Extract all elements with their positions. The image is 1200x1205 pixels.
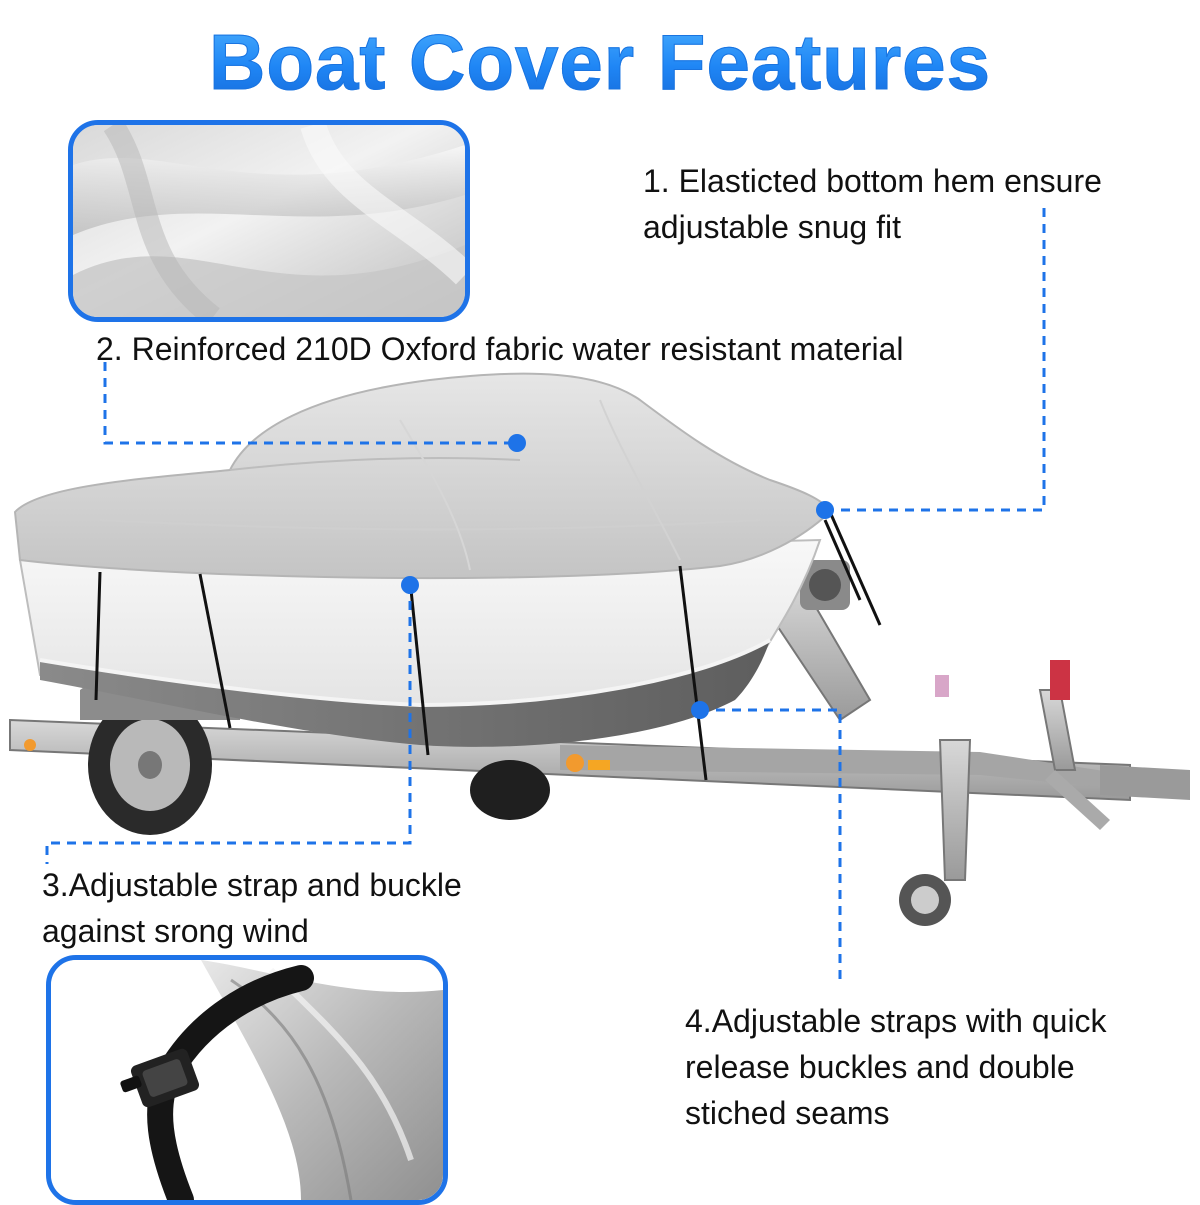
callout-dot-1: [816, 501, 834, 519]
feature-4-line-2: release buckles and double: [685, 1049, 1075, 1085]
feature-2-text: 2. Reinforced 210D Oxford fabric water r…: [96, 331, 904, 367]
boat-hull: [18, 538, 822, 747]
feature-3-text: 3.Adjustable strap and buckle against sr…: [42, 862, 562, 954]
callout-dot-2: [508, 434, 526, 452]
jockey-wheel: [899, 874, 951, 926]
page-title: Boat Cover Features: [0, 14, 1200, 110]
feature-1-line-2: adjustable snug fit: [643, 209, 901, 245]
buckle-strap-graphic: [51, 960, 443, 1200]
winch-post: [800, 560, 850, 610]
reflector-light: [566, 754, 584, 772]
feature-3-line-1: 3.Adjustable strap and buckle: [42, 867, 462, 903]
feature-4-line-3: stiched seams: [685, 1095, 890, 1131]
feature-4-line-1: 4.Adjustable straps with quick: [685, 1003, 1107, 1039]
callout-lines: [45, 208, 1046, 985]
callout-line-1: [828, 208, 1046, 512]
feature-3-line-2: against srong wind: [42, 913, 309, 949]
reflector-bar: [588, 760, 610, 770]
callout-dot-3: [401, 576, 419, 594]
callout-line-3: [45, 585, 412, 864]
callout-line-2: [103, 362, 517, 445]
feature-1-line-1: 1. Elasticted bottom hem ensure: [643, 163, 1102, 199]
callout-line-4: [700, 708, 842, 985]
feature-4-text: 4.Adjustable straps with quick release b…: [685, 998, 1185, 1136]
feature-1-text: 1. Elasticted bottom hem ensure adjustab…: [643, 158, 1183, 250]
cover-straps: [94, 511, 882, 781]
callout-dot-4: [691, 701, 709, 719]
fabric-closeup-image: [68, 120, 470, 322]
rear-light: [24, 739, 36, 751]
fabric-texture-graphic: [73, 125, 465, 317]
boat-cover: [13, 372, 832, 580]
buckle-closeup-image: [46, 955, 448, 1205]
